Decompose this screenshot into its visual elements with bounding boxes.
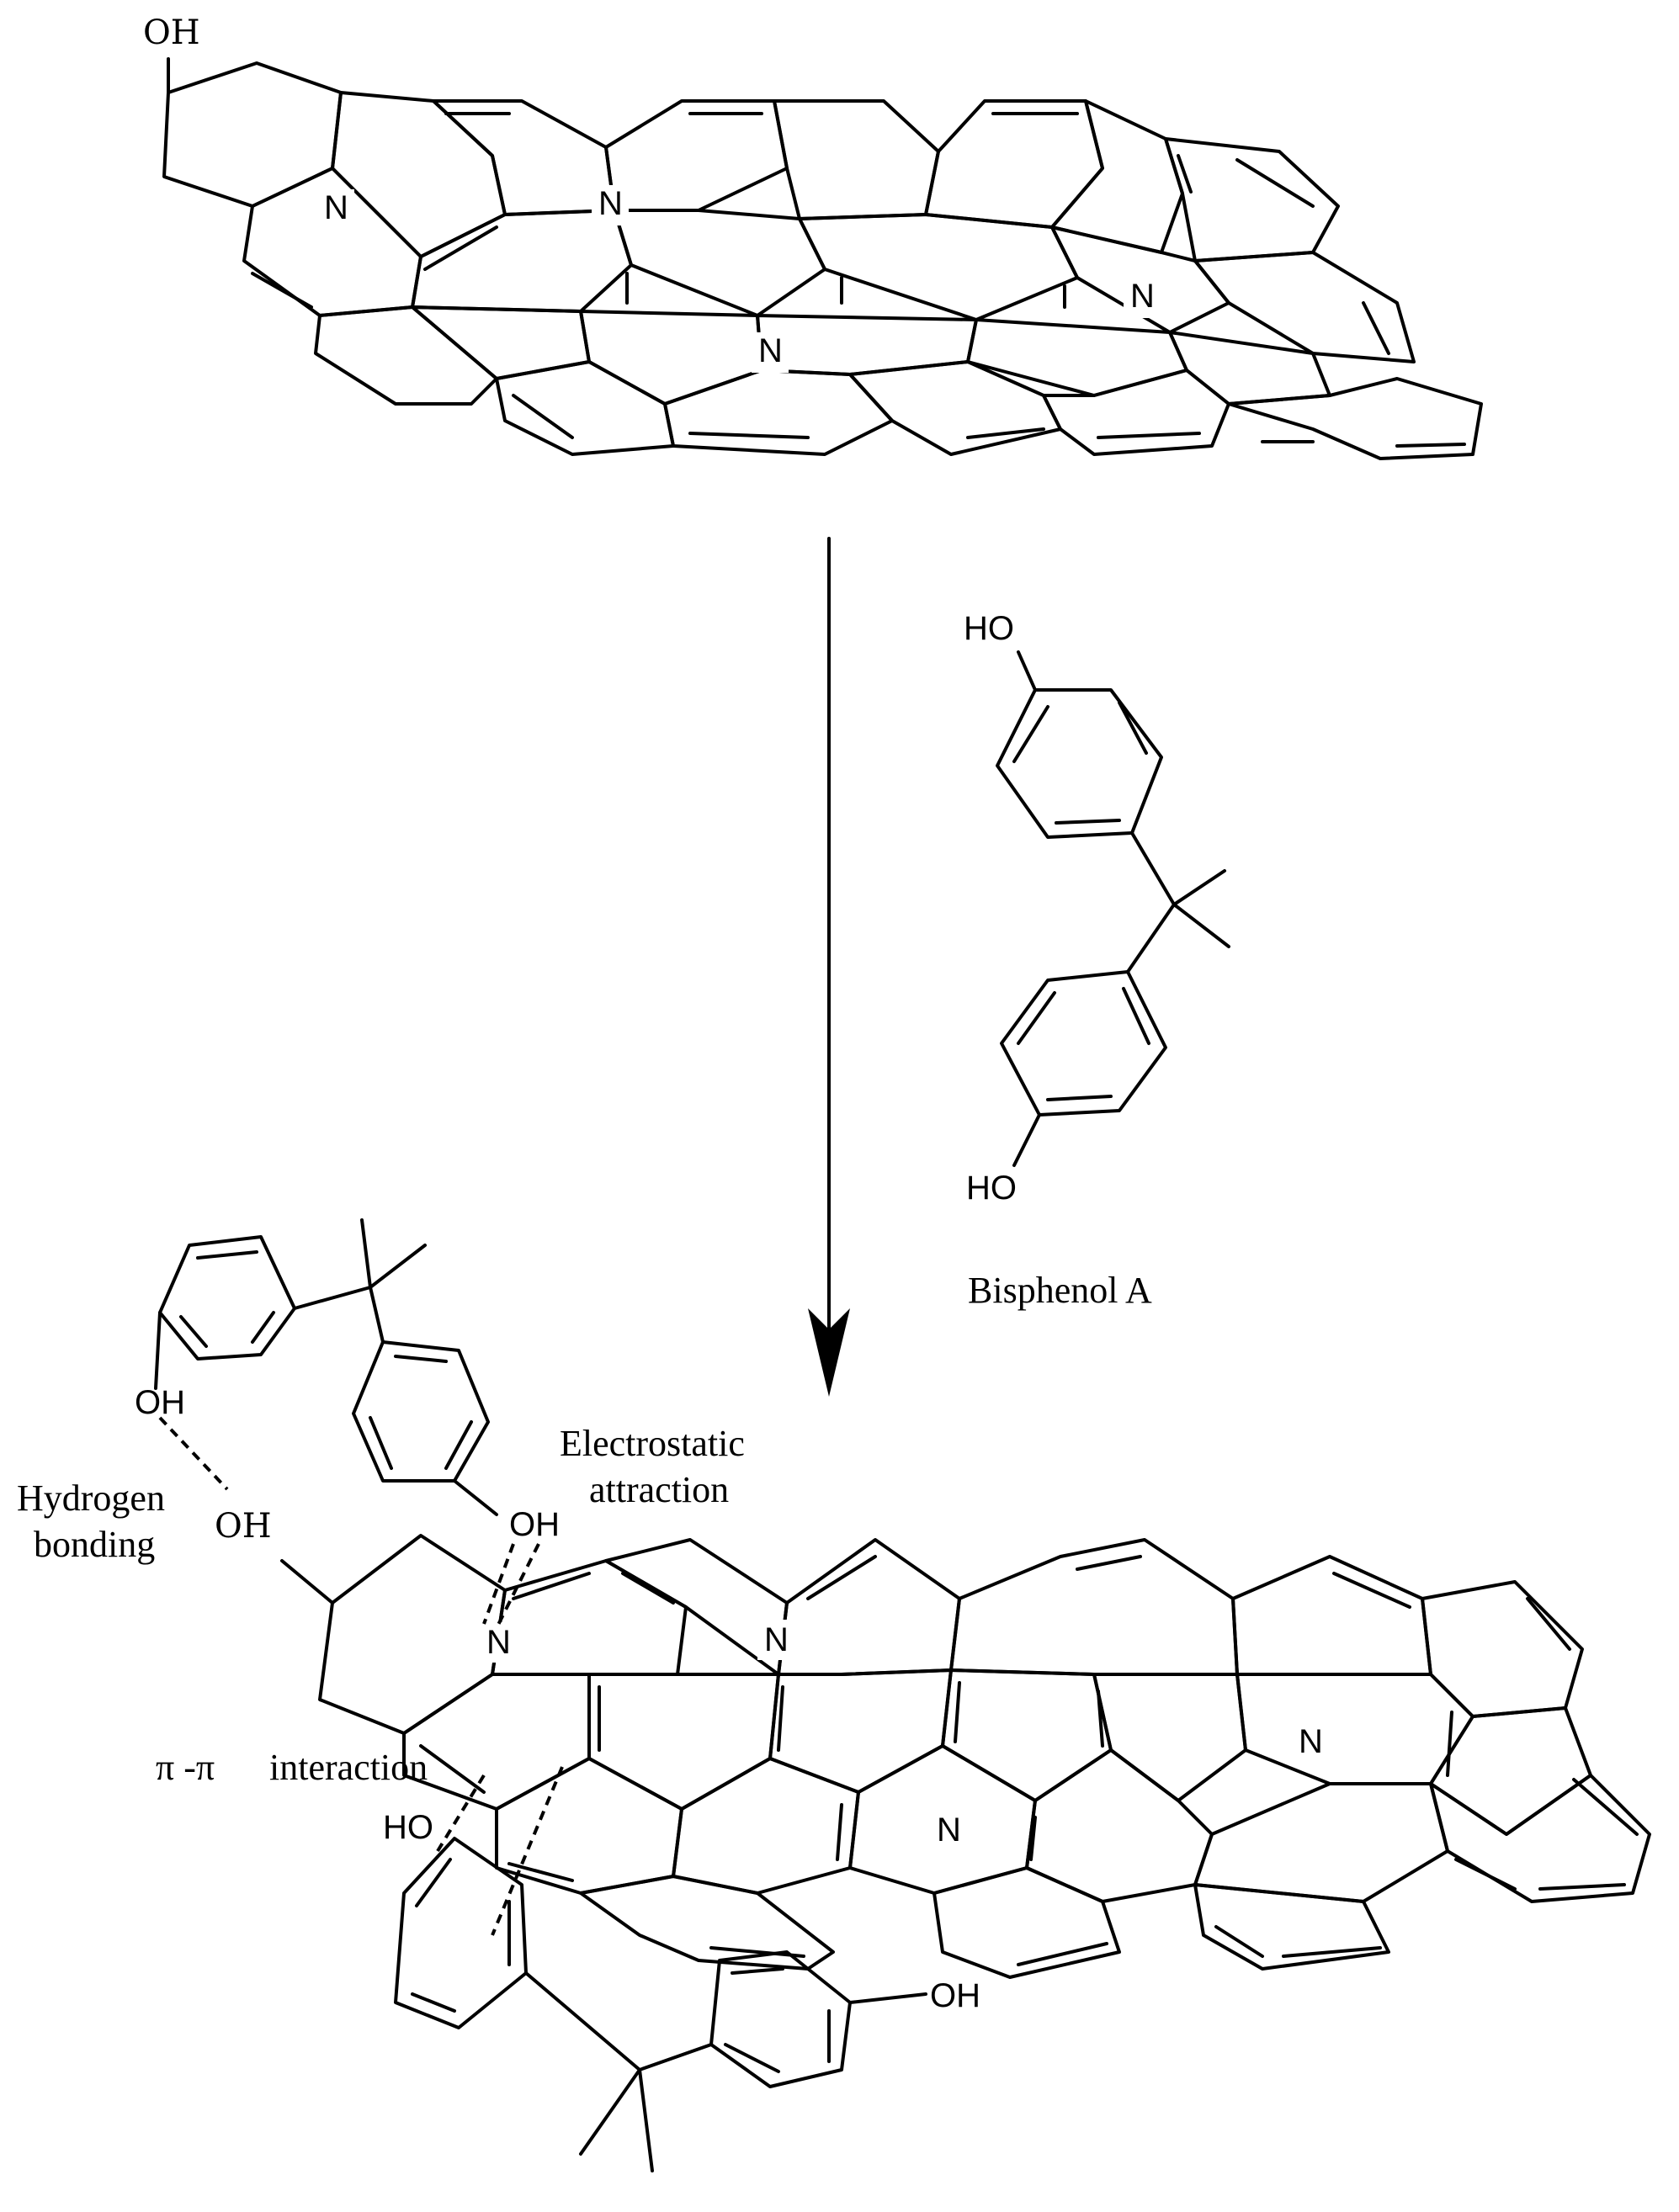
nitrogen-label: N	[598, 185, 623, 222]
nitrogen-label: N	[1130, 278, 1155, 315]
reaction-arrow	[808, 537, 850, 1397]
bisphenol-a-name: Bisphenol A	[968, 1270, 1152, 1311]
nitrogen-label: N	[324, 189, 348, 226]
adsorbed-bpa-upper: OH OH	[135, 1218, 560, 1543]
bisphenol-a-structure: HO HO Bisphenol A	[964, 610, 1230, 1311]
hbond-label-line2: bonding	[34, 1524, 155, 1565]
interaction-lines	[158, 1416, 564, 1936]
electrostatic-label-line1: Electrostatic	[560, 1423, 745, 1464]
bound-oh-label: OH	[930, 1977, 980, 2014]
pi-pi-label: π -π	[156, 1747, 215, 1788]
pi-pi-interaction-label: interaction	[269, 1747, 428, 1788]
nitrogen-label: N	[937, 1812, 961, 1849]
graphene-sheet-bottom: N N N N OH	[215, 1507, 1651, 1979]
electrostatic-label-line2: attraction	[589, 1469, 729, 1510]
top-oh-label: OH	[143, 13, 200, 52]
bpa-ho-label: HO	[964, 610, 1014, 647]
bound-oh-label: OH	[135, 1384, 185, 1421]
nitrogen-label: N	[486, 1624, 511, 1661]
bound-oh-label: OH	[509, 1506, 560, 1543]
nitrogen-label: N	[1299, 1723, 1323, 1760]
graphene-sheet-top: OH N N N N	[143, 13, 1483, 460]
nitrogen-label: N	[764, 1621, 789, 1658]
adsorbed-bpa-lower: HO OH	[383, 1809, 980, 2172]
nitrogen-label: N	[758, 332, 783, 369]
bound-ho-label: HO	[383, 1809, 433, 1846]
hbond-label-line1: Hydrogen	[17, 1477, 165, 1519]
bottom-oh-label: OH	[215, 1507, 272, 1546]
bpa-ho-label: HO	[966, 1170, 1017, 1207]
